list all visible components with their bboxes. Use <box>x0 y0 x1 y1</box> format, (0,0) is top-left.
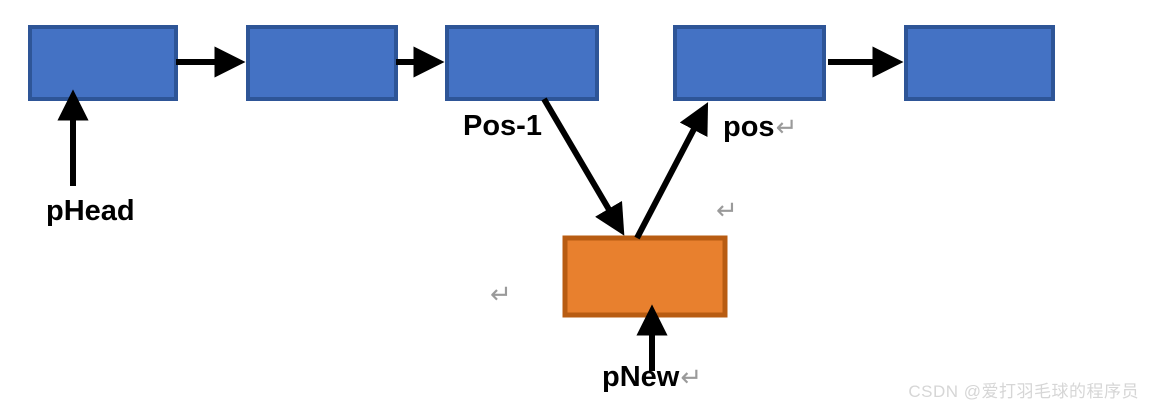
list-node-5 <box>904 25 1055 101</box>
list-node-1 <box>28 25 178 101</box>
label-pos-pilcrow: ↵ <box>775 112 798 142</box>
label-pos: pos↵ <box>723 113 797 142</box>
label-pnew: pNew↵ <box>602 363 702 392</box>
list-node-2 <box>246 25 398 101</box>
label-pnew-pilcrow: ↵ <box>680 362 703 392</box>
csdn-watermark: CSDN @爱打羽毛球的程序员 <box>908 382 1139 401</box>
label-pos-minus-1-text: Pos-1 <box>463 110 542 142</box>
stray-paragraph-mark-left: ↵ <box>490 279 512 309</box>
new-node-pnew <box>562 235 728 318</box>
list-node-3-pos-minus-1 <box>445 25 599 101</box>
label-pos-minus-1: Pos-1 <box>463 112 543 141</box>
connector-pos-minus-1-to-new-node <box>541 97 625 236</box>
label-pos-text: pos <box>723 111 775 143</box>
label-phead: pHead <box>46 197 136 226</box>
connector-new-node-to-pos <box>634 102 709 240</box>
label-phead-text: pHead <box>46 195 135 227</box>
list-node-4-pos <box>673 25 826 101</box>
stray-paragraph-mark-right: ↵ <box>716 195 738 225</box>
label-pnew-text: pNew <box>602 361 680 393</box>
